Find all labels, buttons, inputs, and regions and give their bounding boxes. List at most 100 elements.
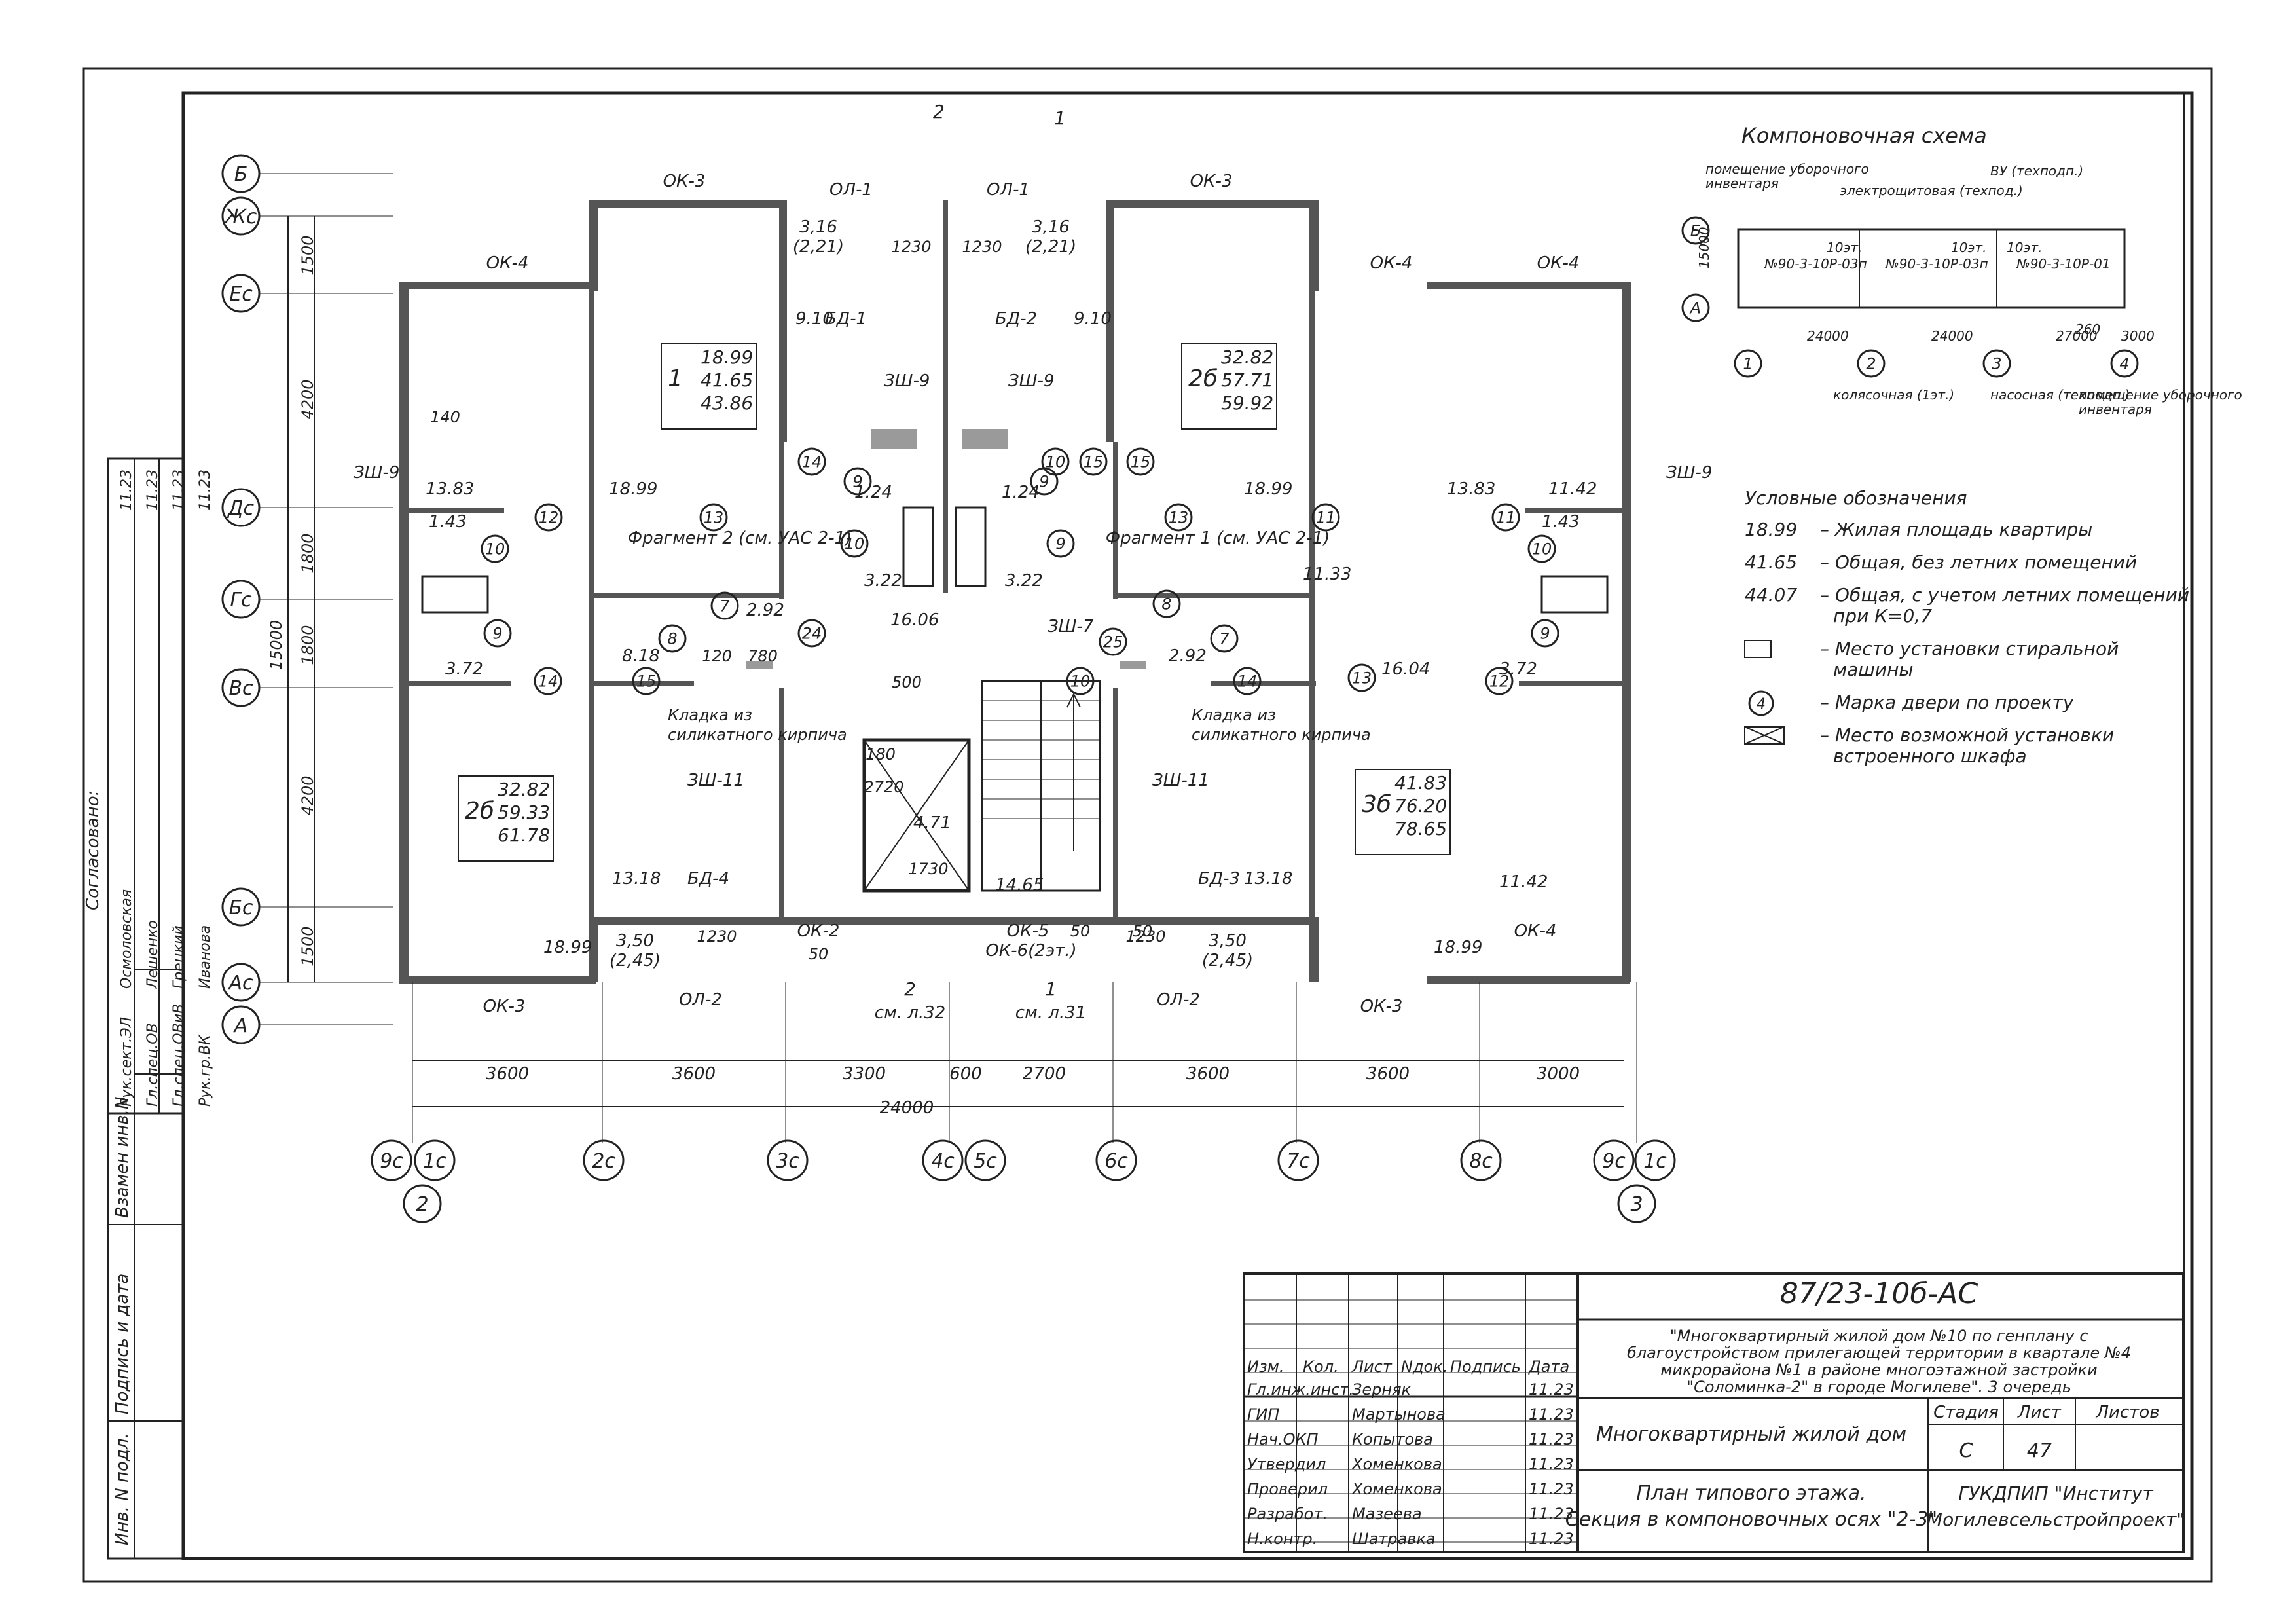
door-mark-15: 9 <box>1030 467 1059 496</box>
door-mark-3-circle <box>534 667 562 695</box>
balcony-area: 3,16 <box>799 217 837 237</box>
key-axis-col-circle <box>1734 349 1762 378</box>
room-area: 16.06 <box>890 610 939 630</box>
room-area: 11.42 <box>1499 872 1548 892</box>
axis-col-5: 5с <box>964 1139 1006 1181</box>
apartment-total-k-area: 78.65 <box>1394 818 1447 840</box>
axis-row-1: Жс <box>221 196 261 236</box>
apartment-total-area: 76.20 <box>1394 795 1447 817</box>
room-area: 3.22 <box>1005 571 1043 591</box>
project-title-line: микрорайона №1 в районе многоэтажной зас… <box>1660 1361 2097 1379</box>
window-mark: ОК-6(2эт.) <box>985 941 1076 961</box>
agreed-date: 11.23 <box>171 470 187 511</box>
axis-col-4: 4с <box>922 1139 964 1181</box>
door-mark-17: 15 <box>1126 447 1155 476</box>
legend-item: 4– Марка двери по проекту <box>1748 690 2074 716</box>
door-mark-25: 14 <box>1233 667 1262 695</box>
dim-left-total: 15000 <box>267 620 285 670</box>
door-mark-21-circle <box>1531 619 1559 648</box>
title-block-frame <box>1243 1272 2185 1553</box>
room-area: 9.10 <box>795 309 833 329</box>
room-area: 3.72 <box>445 659 483 679</box>
axis-col-10-label: 1с <box>1643 1150 1667 1173</box>
apartment-code: 1 <box>668 365 683 392</box>
title-block-header: Кол. <box>1303 1357 1339 1376</box>
legend-item: 44.07– Общая, с учетом летних помещенийп… <box>1745 584 2189 627</box>
window-mark: ОК-3 <box>483 997 526 1016</box>
dim-bottom-0: 3600 <box>486 1064 529 1084</box>
door-mark-19-label: 11 <box>1496 509 1516 527</box>
key-plan-section: №90-3-10Р-03п <box>1885 256 1988 272</box>
door-mark-9-circle <box>1046 529 1075 558</box>
door-mark-13-label: 15 <box>636 673 657 691</box>
window-mark: ОЛ-2 <box>1157 990 1200 1010</box>
project-title-line: благоустройством прилегающей территории … <box>1627 1344 2131 1362</box>
signer-role: Нач.ОКП <box>1247 1430 1319 1449</box>
window-mark: ОК-3 <box>1190 172 1233 191</box>
apartment-total-area: 57.71 <box>1221 369 1273 391</box>
legend-text: – Место установки стиральной <box>1820 638 2119 659</box>
key-plan-label: ВУ (техподп.) <box>1990 163 2083 179</box>
door-mark-5-label: 14 <box>802 453 822 471</box>
door-mark-27-circle <box>1485 667 1514 695</box>
door-mark-26: 13 <box>1347 663 1376 692</box>
door-mark-3: 14 <box>534 667 562 695</box>
door-mark-11-label: 8 <box>667 630 677 648</box>
dim-left-4: 4200 <box>299 775 317 815</box>
axis-col-6-label: 6с <box>1104 1150 1128 1173</box>
sheet-title-line: План типового этажа. <box>1636 1482 1866 1505</box>
apartment-total-k-area: 59.92 <box>1221 392 1273 414</box>
signer-role: Н.контр. <box>1247 1530 1317 1548</box>
door-mark-3-label: 14 <box>538 673 558 691</box>
key-axis-row-label: А <box>1689 299 1701 318</box>
key-plan-label: помещение уборочного <box>2079 387 2242 403</box>
small-dim: 50 <box>809 945 829 963</box>
shaft-mark: ЗШ-9 <box>354 463 399 483</box>
dim-bottom-2: 3300 <box>843 1064 886 1084</box>
legend-text: – Общая, без летних помещений <box>1820 551 2137 573</box>
building-name: Многоквартирный жилой дом <box>1596 1423 1906 1446</box>
room-area: 14.65 <box>995 876 1044 895</box>
key-plan-dim: 3000 <box>2121 328 2155 344</box>
key-axis-col-label: 3 <box>1992 355 2001 373</box>
agreed-role: Гл.спец.ОВ <box>145 1023 161 1107</box>
organization-line: Могилевсельстройпроект" <box>1927 1509 2185 1530</box>
room-area: 9.10 <box>1074 309 1112 329</box>
window-mark: ОЛ-1 <box>987 180 1030 200</box>
legend-item: 41.65 – Общая, без летних помещений <box>1745 551 2137 573</box>
door-mark-5-circle <box>797 447 826 476</box>
dim-bottom-7: 3000 <box>1537 1064 1580 1084</box>
signer-name: Хоменкова <box>1351 1480 1442 1498</box>
axis-col-5-label: 5с <box>974 1150 997 1173</box>
shaft-mark: ЗШ-7 <box>1048 617 1094 637</box>
door-mark-21-label: 9 <box>1540 625 1550 643</box>
axis-row-0-label: Б <box>234 163 248 186</box>
room-area: 1.43 <box>429 512 467 532</box>
agreed-name: Лешенко <box>145 920 161 989</box>
project-title-line: "Соломинка-2" в городе Могилеве". 3 очер… <box>1686 1378 2071 1396</box>
comp-axis-3-label: 3 <box>1630 1193 1643 1216</box>
door-mark-10-label: 7 <box>720 597 730 616</box>
agreed-date: 11.23 <box>118 470 135 511</box>
small-dim: 140 <box>430 408 460 426</box>
masonry-note: силикатного кирпича <box>1192 726 1371 744</box>
signer-date: 11.23 <box>1529 1405 1574 1424</box>
key-plan-section: №90-3-10Р-01 <box>2016 256 2111 272</box>
room-area: 1.24 <box>1002 483 1040 502</box>
small-dim: 1230 <box>891 238 931 256</box>
key-axis-row-label: Б <box>1690 222 1701 240</box>
legend-code: 41.65 <box>1745 551 1797 573</box>
door-mark-symbol-label: 4 <box>1757 696 1766 712</box>
key-axis-col-circle <box>2110 349 2139 378</box>
apartment-living-area: 32.82 <box>498 779 550 800</box>
apartment-total-k-area: 43.86 <box>701 392 753 414</box>
door-mark-20: 10 <box>1527 534 1556 563</box>
balcony-area: 3,50 <box>1209 931 1247 951</box>
door-mark-10-circle <box>710 591 739 620</box>
axis-col-2: 2с <box>583 1139 625 1181</box>
comp-axis-2-circle <box>403 1184 442 1223</box>
